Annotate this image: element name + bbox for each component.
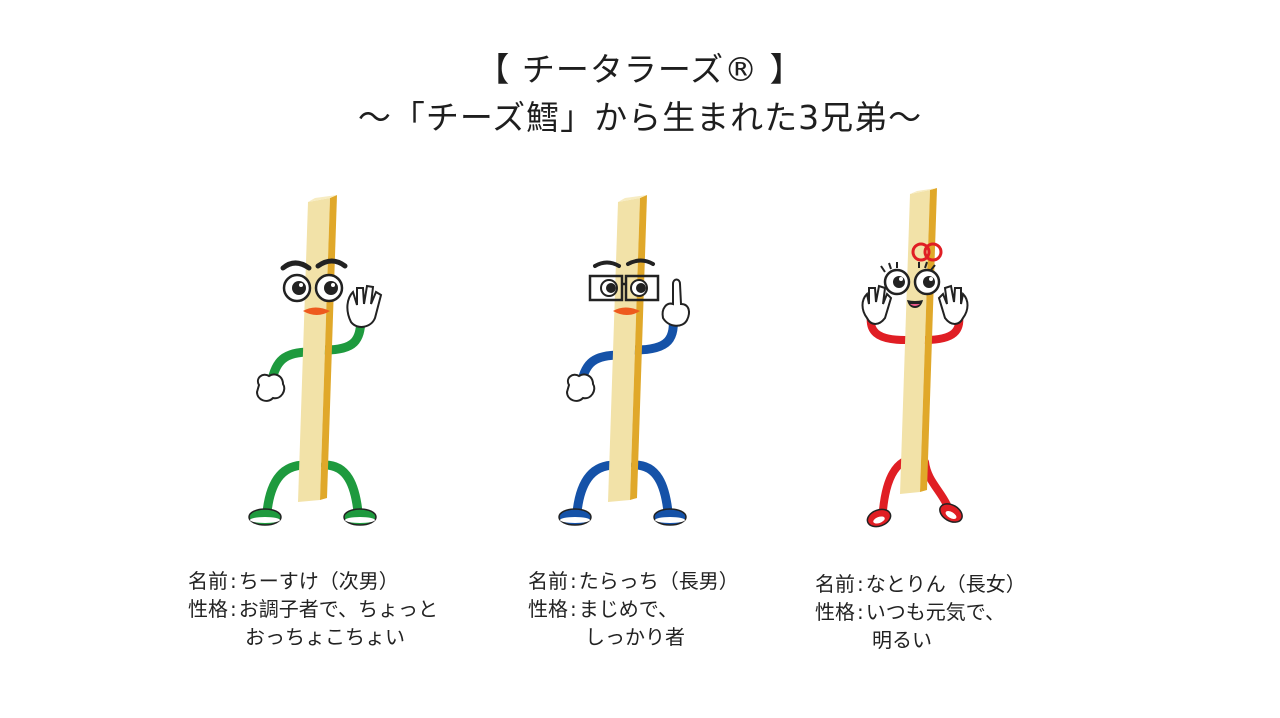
right-eyelashes: [918, 261, 936, 271]
name-value: なとりん（長女）: [865, 572, 1026, 596]
trait-line1: まじめで、: [578, 597, 678, 621]
trait-line2: 明るい: [872, 628, 932, 652]
name-label: 名前: [815, 572, 855, 596]
glasses-right-lens: [624, 274, 660, 302]
page-title: 【 チータラーズ® 】: [476, 50, 804, 89]
hair-bow: [911, 242, 943, 262]
separator: :: [230, 569, 237, 593]
right-leg: [921, 458, 951, 509]
caption-name-row: 名前:ちーすけ（次男）: [188, 567, 438, 595]
left-eyelashes: [880, 262, 898, 273]
trait-line1: お調子者で、ちょっと: [238, 597, 438, 621]
name-value: たらっち（長男）: [578, 569, 739, 593]
caption-name-row: 名前:なとりん（長女）: [815, 570, 1026, 598]
right-eyebrow: [626, 258, 655, 266]
natorin-figure: [861, 188, 969, 528]
left-leg: [572, 460, 620, 517]
cheese-stick: [900, 190, 930, 494]
waving-hand: [346, 284, 383, 328]
name-label: 名前: [528, 569, 568, 593]
page-subtitle: ～「チーズ鱈」から生まれた3兄弟～: [357, 98, 923, 137]
pointing-hand: [661, 278, 690, 327]
name-value: ちーすけ（次男）: [238, 569, 399, 593]
separator: :: [857, 572, 864, 596]
chiisuke-figure: [248, 195, 383, 526]
caption-trait-row: 性格:お調子者で、ちょっと: [188, 595, 438, 623]
separator: :: [857, 600, 864, 624]
trait-line1: いつも元気で、: [865, 600, 1005, 624]
caption-trait-row: 性格:まじめで、: [528, 595, 739, 623]
caption-chiisuke: 名前:ちーすけ（次男） 性格:お調子者で、ちょっと おっちょこちょい: [188, 567, 438, 651]
trait-label: 性格: [815, 600, 855, 624]
trait-line2: おっちょこちょい: [245, 625, 405, 649]
left-hand: [861, 284, 893, 325]
character-illustration-taracchi: [485, 180, 765, 550]
character-illustration-chiisuke: [175, 180, 455, 550]
left-leg: [262, 460, 310, 517]
glasses-left-lens: [588, 274, 624, 302]
caption-name-row: 名前:たらっち（長男）: [528, 567, 739, 595]
right-leg: [320, 460, 363, 517]
mouth: [303, 307, 330, 315]
fist-hand: [255, 373, 286, 402]
trait-label: 性格: [528, 597, 568, 621]
caption-trait-row: 性格:いつも元気で、: [815, 598, 1026, 626]
left-eyebrow: [593, 260, 621, 268]
right-eyebrow: [315, 258, 348, 269]
caption-natorin: 名前:なとりん（長女） 性格:いつも元気で、 明るい: [815, 570, 1026, 654]
taracchi-figure: [558, 195, 690, 526]
fist-hand: [565, 373, 596, 402]
separator: :: [570, 597, 577, 621]
mouth: [613, 307, 640, 315]
trait-label: 性格: [188, 597, 228, 621]
left-eyebrow: [280, 260, 312, 271]
cheese-stick: [298, 198, 330, 502]
character-illustration-natorin: [775, 180, 1055, 550]
separator: :: [230, 597, 237, 621]
caption-taracchi: 名前:たらっち（長男） 性格:まじめで、 しっかり者: [528, 567, 739, 651]
separator: :: [570, 569, 577, 593]
name-label: 名前: [188, 569, 228, 593]
right-hand: [937, 284, 969, 325]
right-leg: [630, 460, 673, 517]
cheese-stick: [608, 198, 640, 502]
left-leg: [879, 458, 907, 514]
trait-line2: しっかり者: [585, 625, 685, 649]
